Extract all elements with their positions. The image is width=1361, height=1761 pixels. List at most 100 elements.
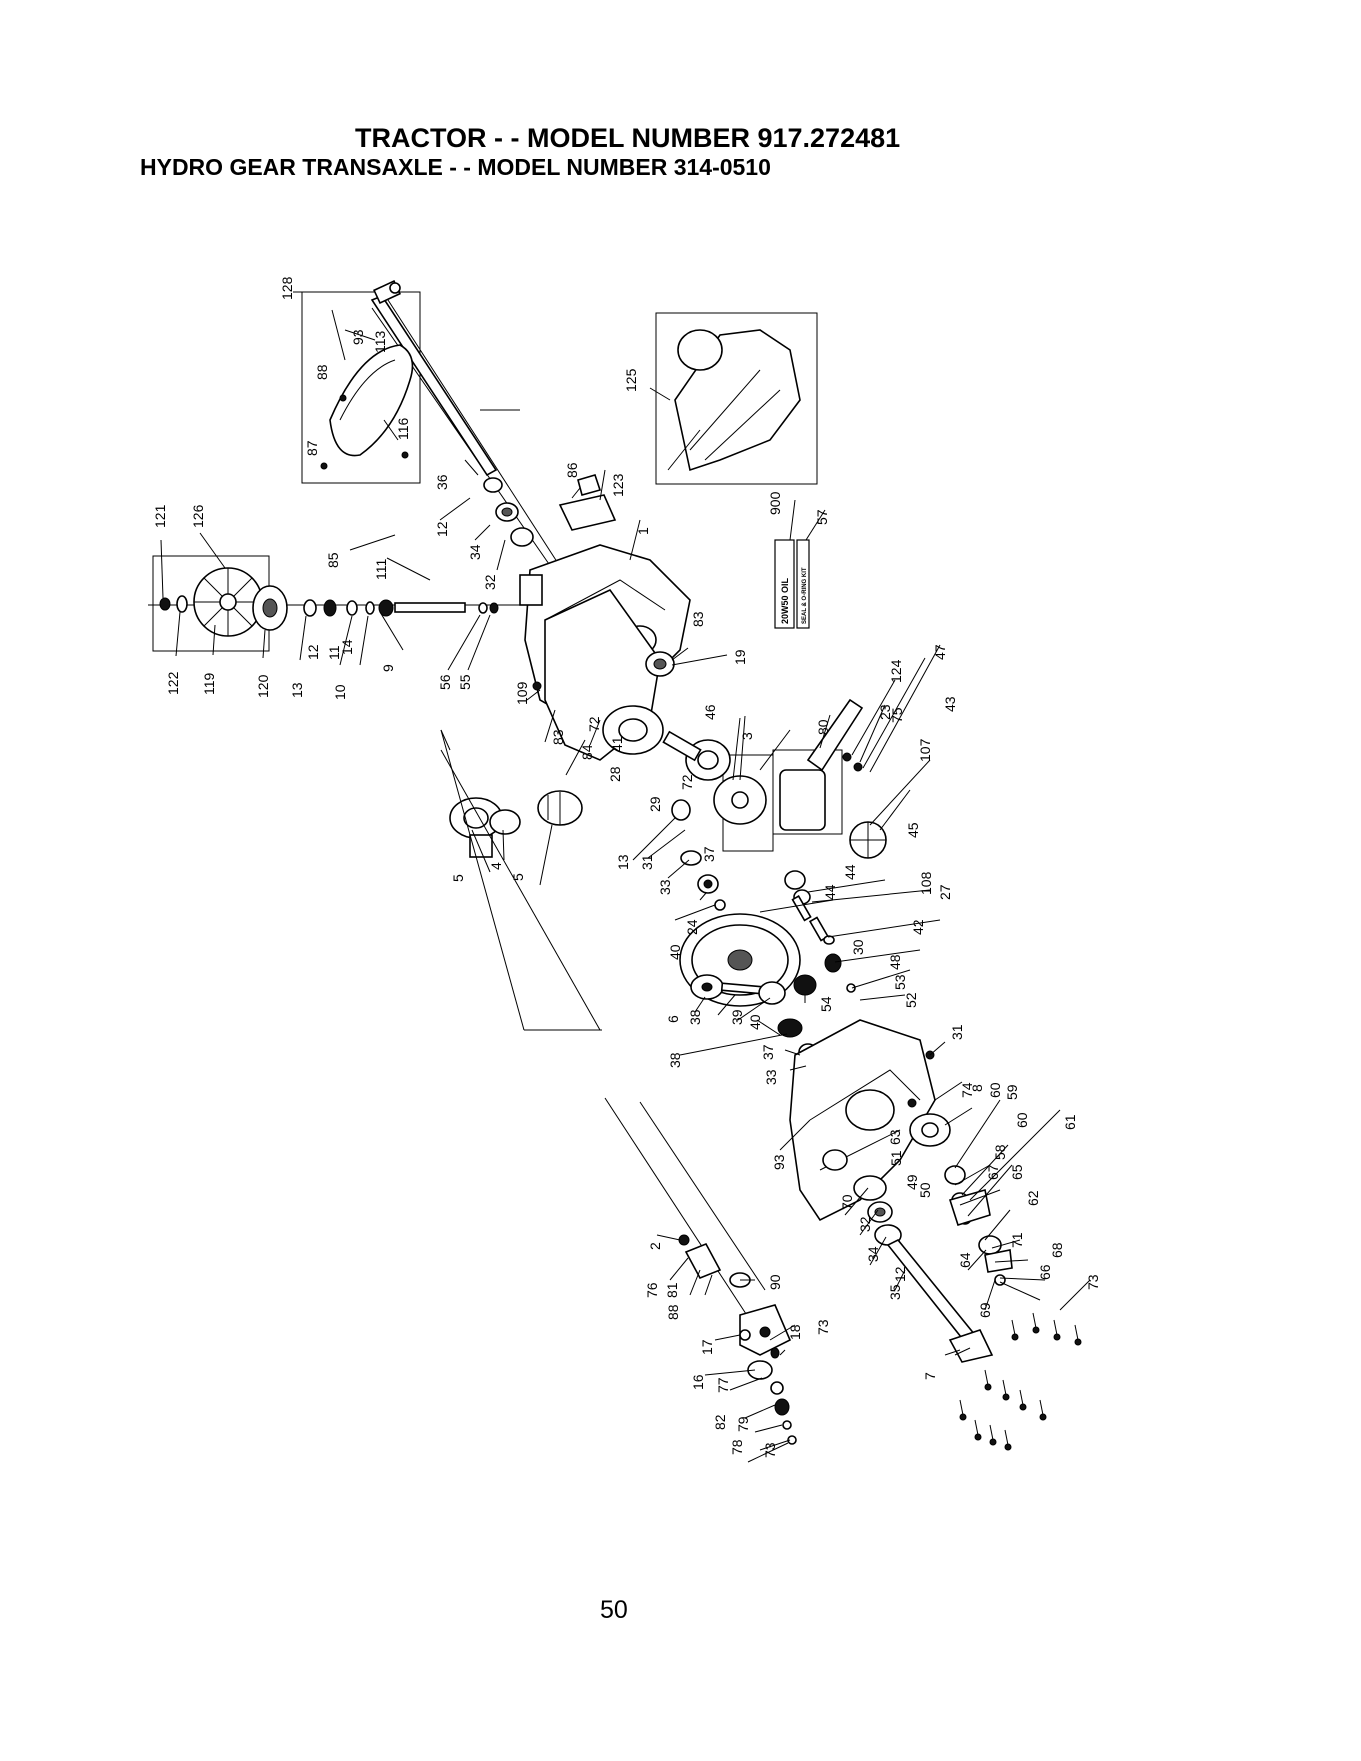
callout: 33: [763, 1069, 779, 1085]
callout: 900: [767, 491, 783, 515]
callout: 30: [850, 939, 866, 955]
cooling-fan: [193, 567, 263, 637]
callout: 77: [715, 1377, 731, 1393]
callout: 2: [647, 1242, 663, 1250]
callout: 51: [888, 1150, 904, 1166]
callout: 4: [488, 862, 504, 870]
callout: 113: [372, 330, 388, 353]
callout: 74: [959, 1082, 975, 1098]
callout: 29: [647, 796, 663, 812]
callout: 90: [767, 1274, 783, 1290]
callout: 1: [635, 527, 651, 535]
callout: 42: [910, 919, 926, 935]
callout: 14: [339, 639, 355, 655]
callout: 33: [657, 879, 673, 895]
callout: 109: [514, 681, 530, 705]
callout: 70: [839, 1194, 855, 1210]
callout: 59: [1004, 1084, 1020, 1100]
callout: 72: [586, 716, 602, 732]
callout: 85: [325, 552, 341, 568]
callout: 37: [701, 846, 717, 862]
callout: 63: [887, 1129, 903, 1145]
callout: 7: [922, 1372, 938, 1380]
callout: 126: [190, 504, 206, 528]
callout: 88: [314, 364, 330, 380]
callout: 116: [395, 417, 411, 440]
callout: 23: [877, 704, 893, 720]
callout: 53: [892, 974, 908, 990]
callout: 73: [762, 1442, 778, 1458]
callout: 123: [610, 473, 626, 497]
callout: 36: [434, 474, 450, 490]
mounting-bolts: [959, 1312, 1082, 1451]
callout: 65: [1009, 1164, 1025, 1180]
callout: 13: [289, 682, 305, 698]
callout: 11: [326, 645, 342, 660]
callout: 56: [437, 674, 453, 690]
callout: 34: [865, 1246, 881, 1262]
callout: 121: [152, 504, 168, 528]
page-title: TRACTOR - - MODEL NUMBER 917.272481: [355, 123, 901, 153]
callout: 108: [918, 871, 934, 895]
callout: 27: [937, 884, 953, 900]
callout: 71: [1009, 1232, 1025, 1248]
callout: 81: [664, 1282, 680, 1298]
callout: 64: [957, 1252, 973, 1268]
callout: 86: [564, 462, 580, 478]
spring-bracket: [684, 1242, 722, 1280]
callout: 12: [434, 521, 450, 537]
callout: 54: [818, 996, 834, 1012]
callout: 40: [667, 944, 683, 960]
callout: 57: [814, 509, 830, 525]
callout: 47: [932, 644, 948, 660]
callout: 44: [842, 864, 858, 880]
callout: 82: [712, 1414, 728, 1430]
callout: 69: [977, 1302, 993, 1318]
callout: 31: [639, 854, 655, 870]
callout: 111: [373, 559, 389, 580]
callout: 62: [1025, 1190, 1041, 1206]
callout: 24: [684, 919, 700, 935]
callout: 122: [165, 671, 181, 695]
callout: 13: [615, 854, 631, 870]
callout: 58: [992, 1144, 1008, 1160]
callout: 28: [607, 766, 623, 782]
callout: 35: [887, 1284, 903, 1300]
callout: 93: [350, 329, 366, 345]
brake-group-box: [301, 291, 421, 484]
callout: 66: [1037, 1264, 1053, 1280]
callout: 18: [787, 1324, 803, 1340]
callout: 67: [985, 1164, 1001, 1180]
callout: 60: [1014, 1112, 1030, 1128]
callout: 84: [579, 744, 595, 760]
callout: 80: [815, 719, 831, 735]
callout: 75: [889, 707, 905, 723]
brake-disc: [329, 344, 414, 457]
callout: 6: [665, 1015, 681, 1023]
callout: 46: [702, 704, 718, 720]
callout: 125: [623, 368, 639, 392]
callout: 45: [905, 822, 921, 838]
callout: 61: [1062, 1114, 1078, 1130]
callout: 3: [739, 732, 755, 740]
callout: 83: [690, 611, 706, 627]
callout: 40: [747, 1014, 763, 1030]
callout: 19: [732, 649, 748, 665]
callout: 34: [467, 544, 483, 560]
callout: 32: [857, 1216, 873, 1232]
page-subtitle: HYDRO GEAR TRANSAXLE - - MODEL NUMBER 31…: [140, 154, 771, 180]
bracket-123: [558, 494, 617, 531]
callout: 9: [380, 664, 396, 672]
callout-labels: 121 126 122 119 120 13 12 11 10 14 9 85 …: [152, 276, 1101, 1458]
callout: 48: [887, 954, 903, 970]
callout: 5: [450, 874, 466, 882]
page-number: 50: [600, 1596, 628, 1624]
callout: 10: [332, 684, 348, 700]
callout: 49: [904, 1174, 920, 1190]
callout: 73: [1085, 1274, 1101, 1290]
callout: 38: [667, 1052, 683, 1068]
callout: 73: [815, 1319, 831, 1335]
callout: 83: [550, 729, 566, 745]
svg-text:SEAL & O-RING KIT: SEAL & O-RING KIT: [802, 567, 808, 624]
callout: 52: [903, 992, 919, 1008]
